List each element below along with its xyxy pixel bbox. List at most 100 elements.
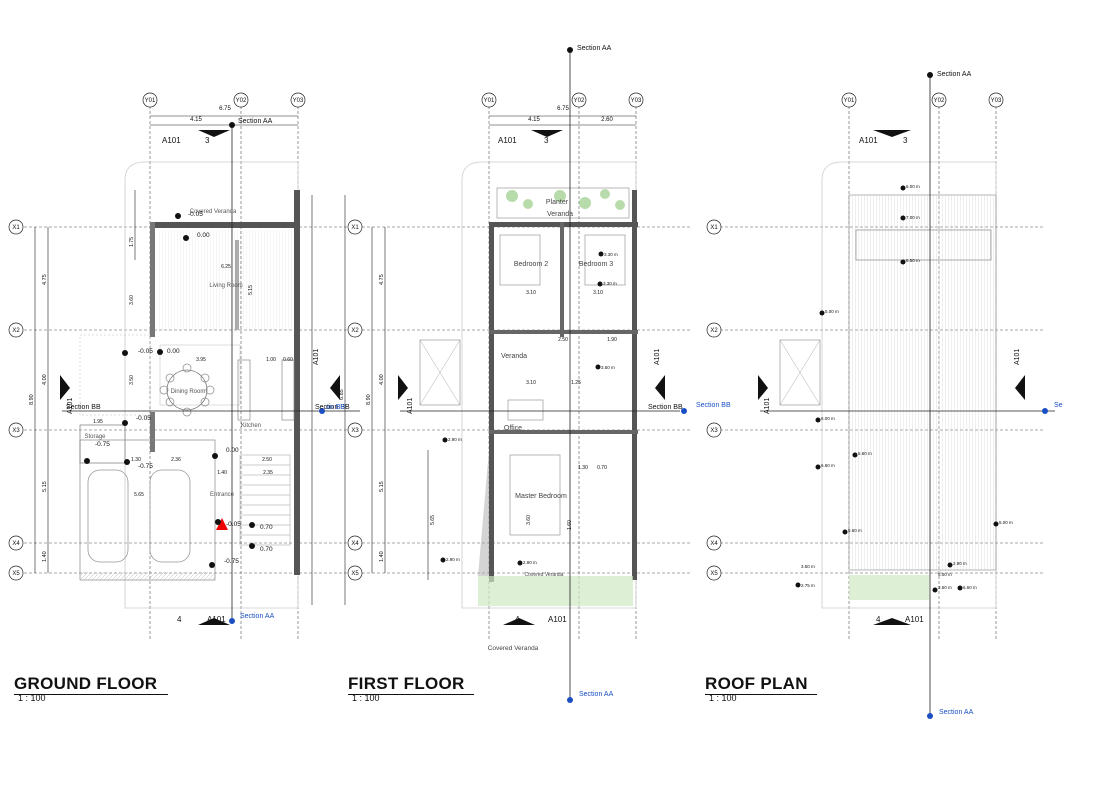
dim: 0.70	[597, 465, 607, 471]
plan-scale: 1 : 100	[352, 693, 380, 703]
level: 2.90 m	[446, 557, 460, 562]
plan-title-roof-plan: ROOF PLAN	[705, 675, 817, 695]
dim: 3.60	[526, 515, 532, 525]
grid-label-y01: Y01	[484, 98, 495, 104]
label-covered-veranda: Covered Veranda	[488, 645, 539, 652]
section-bb-label: Section BB	[315, 404, 350, 411]
grid-label-x4: X4	[710, 541, 718, 547]
dim-r3: 5.15	[42, 481, 48, 492]
room-veranda: Veranda	[547, 211, 573, 218]
section-bb-label: Section BB	[648, 404, 683, 411]
grid-label-x2: X2	[351, 328, 359, 334]
sheet-ref: A101	[764, 398, 771, 414]
level: 0.00	[197, 232, 210, 239]
dim-right: 2.60	[601, 117, 613, 123]
dim-r1: 4.75	[379, 274, 385, 285]
sheet-ref: A101	[498, 136, 517, 145]
sheet-ref: A101	[313, 349, 320, 365]
level: -0.75	[138, 463, 153, 470]
dim-r4: 1.40	[379, 551, 385, 562]
section-aa-label: Section AA	[240, 613, 275, 620]
grid-label-y03: Y03	[631, 98, 642, 104]
grid-label-x2: X2	[710, 328, 718, 334]
dim-overall: 6.75	[219, 106, 231, 112]
grid-label-y01: Y01	[145, 98, 156, 104]
sheet-ref: A101	[162, 136, 181, 145]
dim-total: 8.90	[366, 394, 372, 405]
dim-r1: 4.75	[42, 274, 48, 285]
grid-label-y02: Y02	[236, 98, 247, 104]
section-bb-label: Section BB	[66, 404, 101, 411]
dim: 2.36	[171, 457, 181, 463]
dim-left: 4.15	[190, 117, 202, 123]
marker-num: 3	[903, 136, 908, 145]
level: 6.60 m	[821, 463, 835, 468]
dim-r2: 4.00	[379, 374, 385, 385]
level: 0.70	[260, 524, 273, 531]
level: 5.00 m	[938, 572, 952, 577]
level: -0.05	[226, 521, 241, 528]
room-dining-room: Dining Room	[171, 389, 206, 395]
plan-title-first-floor: FIRST FLOOR	[348, 675, 474, 695]
section-aa-label: Section AA	[577, 45, 612, 52]
dim-overall: 6.75	[557, 106, 569, 112]
marker-num: 4	[177, 615, 182, 624]
dim-r4: 1.40	[42, 551, 48, 562]
sheet-ref: A101	[654, 349, 661, 365]
dim: 3.50	[129, 375, 135, 385]
sheet-ref: A101	[207, 615, 226, 624]
grid-label-y02: Y02	[934, 98, 945, 104]
dim-left: 4.15	[528, 117, 540, 123]
section-bb-label: Section BB	[696, 402, 731, 409]
grid-label-x5: X5	[12, 571, 20, 577]
marker-num: 4	[876, 615, 881, 624]
level: 5.60 m	[858, 451, 872, 456]
level: 3.50 m	[801, 564, 815, 569]
grid-label-x5: X5	[351, 571, 359, 577]
dim: 1.60	[567, 520, 573, 530]
level: 6.00 m	[821, 416, 835, 421]
grid-label-x3: X3	[351, 428, 359, 434]
dim: 3.60	[129, 295, 135, 305]
section-bb-label: Se	[1054, 402, 1063, 409]
grid-label-x4: X4	[12, 541, 20, 547]
level: 5.00 m	[825, 309, 839, 314]
dim-r3: 5.15	[379, 481, 385, 492]
dim: 3.10	[593, 290, 603, 296]
level: 6.60 m	[963, 585, 977, 590]
roof-plan	[720, 72, 1055, 719]
room-office: Office	[504, 425, 522, 432]
dim: 5.15	[248, 285, 254, 295]
level: 3.50 m	[938, 585, 952, 590]
room-veranda: Veranda	[501, 353, 527, 360]
grid-label-y03: Y03	[293, 98, 304, 104]
grid-label-x3: X3	[710, 428, 718, 434]
grid-label-x1: X1	[351, 225, 359, 231]
sheet-ref: A101	[67, 398, 74, 414]
marker-num: 4	[515, 615, 520, 624]
dim: 5.65	[430, 515, 436, 525]
grid-label-x5: X5	[710, 571, 718, 577]
level: -0.05	[138, 348, 153, 355]
grid-label-x3: X3	[12, 428, 20, 434]
room-covered-veranda: Covered Veranda	[190, 209, 237, 215]
dim: 2.50	[262, 457, 272, 463]
first-floor-plan	[362, 47, 690, 703]
dim: 6.25	[221, 264, 231, 270]
dim: 5.65	[134, 492, 144, 498]
dim-total: 8.90	[29, 394, 35, 405]
level: 0.70	[260, 546, 273, 553]
ground-floor-plan	[24, 106, 360, 640]
dim: 1.95	[93, 419, 103, 425]
dim: 0.60	[283, 357, 293, 363]
dim: 3.95	[196, 357, 206, 363]
grid-label-y03: Y03	[991, 98, 1002, 104]
level: -0.05	[188, 211, 203, 218]
dim-ff-total: 6.85	[339, 389, 345, 400]
level: 3.30 m	[604, 252, 618, 257]
plan-title-ground-floor: GROUND FLOOR	[14, 675, 168, 695]
section-aa-label: Section AA	[238, 118, 273, 125]
grid-label-x1: X1	[710, 225, 718, 231]
dim: 1.00	[266, 357, 276, 363]
level: 2.75 m	[801, 583, 815, 588]
